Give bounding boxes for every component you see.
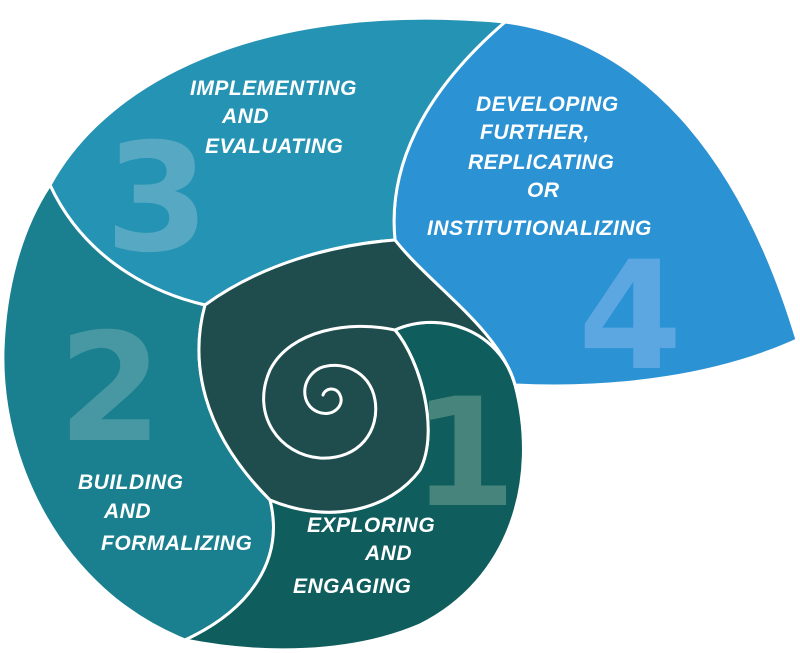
stage-4-label: DEVELOPING FURTHER, REPLICATING OR INSTI… [427, 93, 652, 240]
stage-3-label: IMPLEMENTING AND EVALUATING [190, 77, 363, 158]
stage-2-label: BUILDING AND FORMALIZING [78, 471, 252, 555]
spiral-line [262, 324, 397, 460]
stage-1-number: 1 [412, 367, 516, 541]
stage-2-number: 2 [58, 302, 162, 476]
stage-3-number: 3 [105, 112, 209, 286]
stage-4-number: 4 [578, 230, 682, 404]
stage-1-label: EXPLORING AND ENGAGING [293, 514, 442, 598]
